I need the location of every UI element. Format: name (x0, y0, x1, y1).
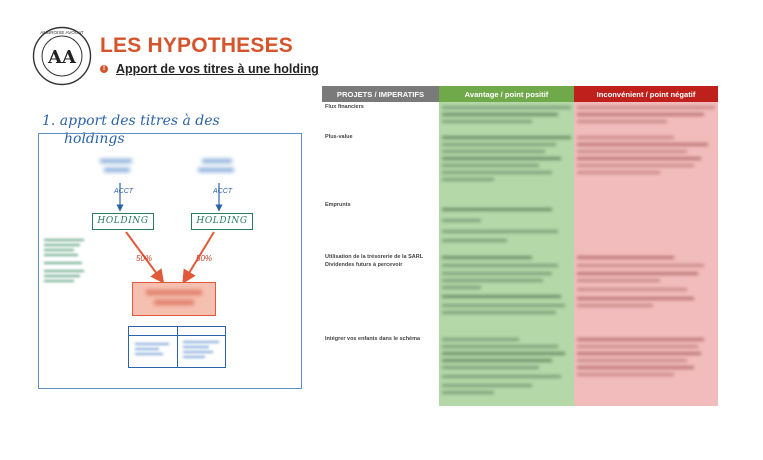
acct-label-right: ACCT (213, 188, 233, 195)
row-label-enfants: Intégrer vos enfants dans le schéma (322, 334, 439, 406)
whiteboard-heading-line1: 1. apport des titres à des (42, 113, 220, 129)
acct-label-left: ACCT (114, 188, 134, 195)
advantage-cell (439, 334, 574, 406)
drawback-cell (574, 252, 718, 334)
advantage-cell (439, 200, 574, 252)
header-drawback: Inconvénient / point négatif (574, 86, 718, 102)
page-subtitle: Apport de vos titres à une holding (116, 62, 319, 76)
header-advantage: Avantage / point positif (439, 86, 574, 102)
table-row: Emprunts (322, 200, 718, 252)
header-projects: PROJETS / IMPERATIFS (322, 86, 439, 102)
holding-box-left: HOLDING (92, 213, 154, 230)
row-label-tresorerie: Utilisation de la trésorerie de la SARL … (322, 252, 439, 334)
logo-initials: AA (47, 47, 77, 68)
share-pct-right: 50% (196, 254, 213, 263)
holding-box-right: HOLDING (191, 213, 253, 230)
hypotheses-table: PROJETS / IMPERATIFS Avantage / point po… (322, 86, 718, 406)
share-pct-left: 50% (136, 254, 153, 263)
company-box (132, 282, 216, 316)
whiteboard-heading-line2: holdings (64, 131, 125, 147)
table-row: Utilisation de la trésorerie de la SARL … (322, 252, 718, 334)
page-title: LES HYPOTHESES (100, 34, 294, 57)
row-label-emprunts: Emprunts (322, 200, 439, 252)
person-name-right (198, 156, 242, 178)
table-row: Flux financiers (322, 102, 718, 132)
whiteboard-heading: 1. apport des titres à des holdings (42, 112, 242, 148)
advantage-cell (439, 132, 574, 200)
drawback-cell (574, 200, 718, 252)
person-name-left (100, 156, 140, 178)
advantage-cell (439, 102, 574, 132)
firm-logo: AA AMBROISE AVOCAT (32, 26, 92, 86)
side-notes (44, 236, 96, 285)
drawback-cell (574, 334, 718, 406)
table-row: Plus-value (322, 132, 718, 200)
drawback-cell (574, 102, 718, 132)
advantage-cell (439, 252, 574, 334)
whiteboard-frame (38, 133, 302, 389)
row-label-flux: Flux financiers (322, 102, 439, 132)
table-row: Intégrer vos enfants dans le schéma (322, 334, 718, 406)
alert-bullet-icon: ! (100, 65, 108, 73)
subtitle-row: ! Apport de vos titres à une holding (100, 62, 319, 76)
row-label-plus-value: Plus-value (322, 132, 439, 200)
logo-ring-text: AMBROISE AVOCAT (40, 30, 84, 35)
balance-sketch (128, 326, 226, 368)
drawback-cell (574, 132, 718, 200)
